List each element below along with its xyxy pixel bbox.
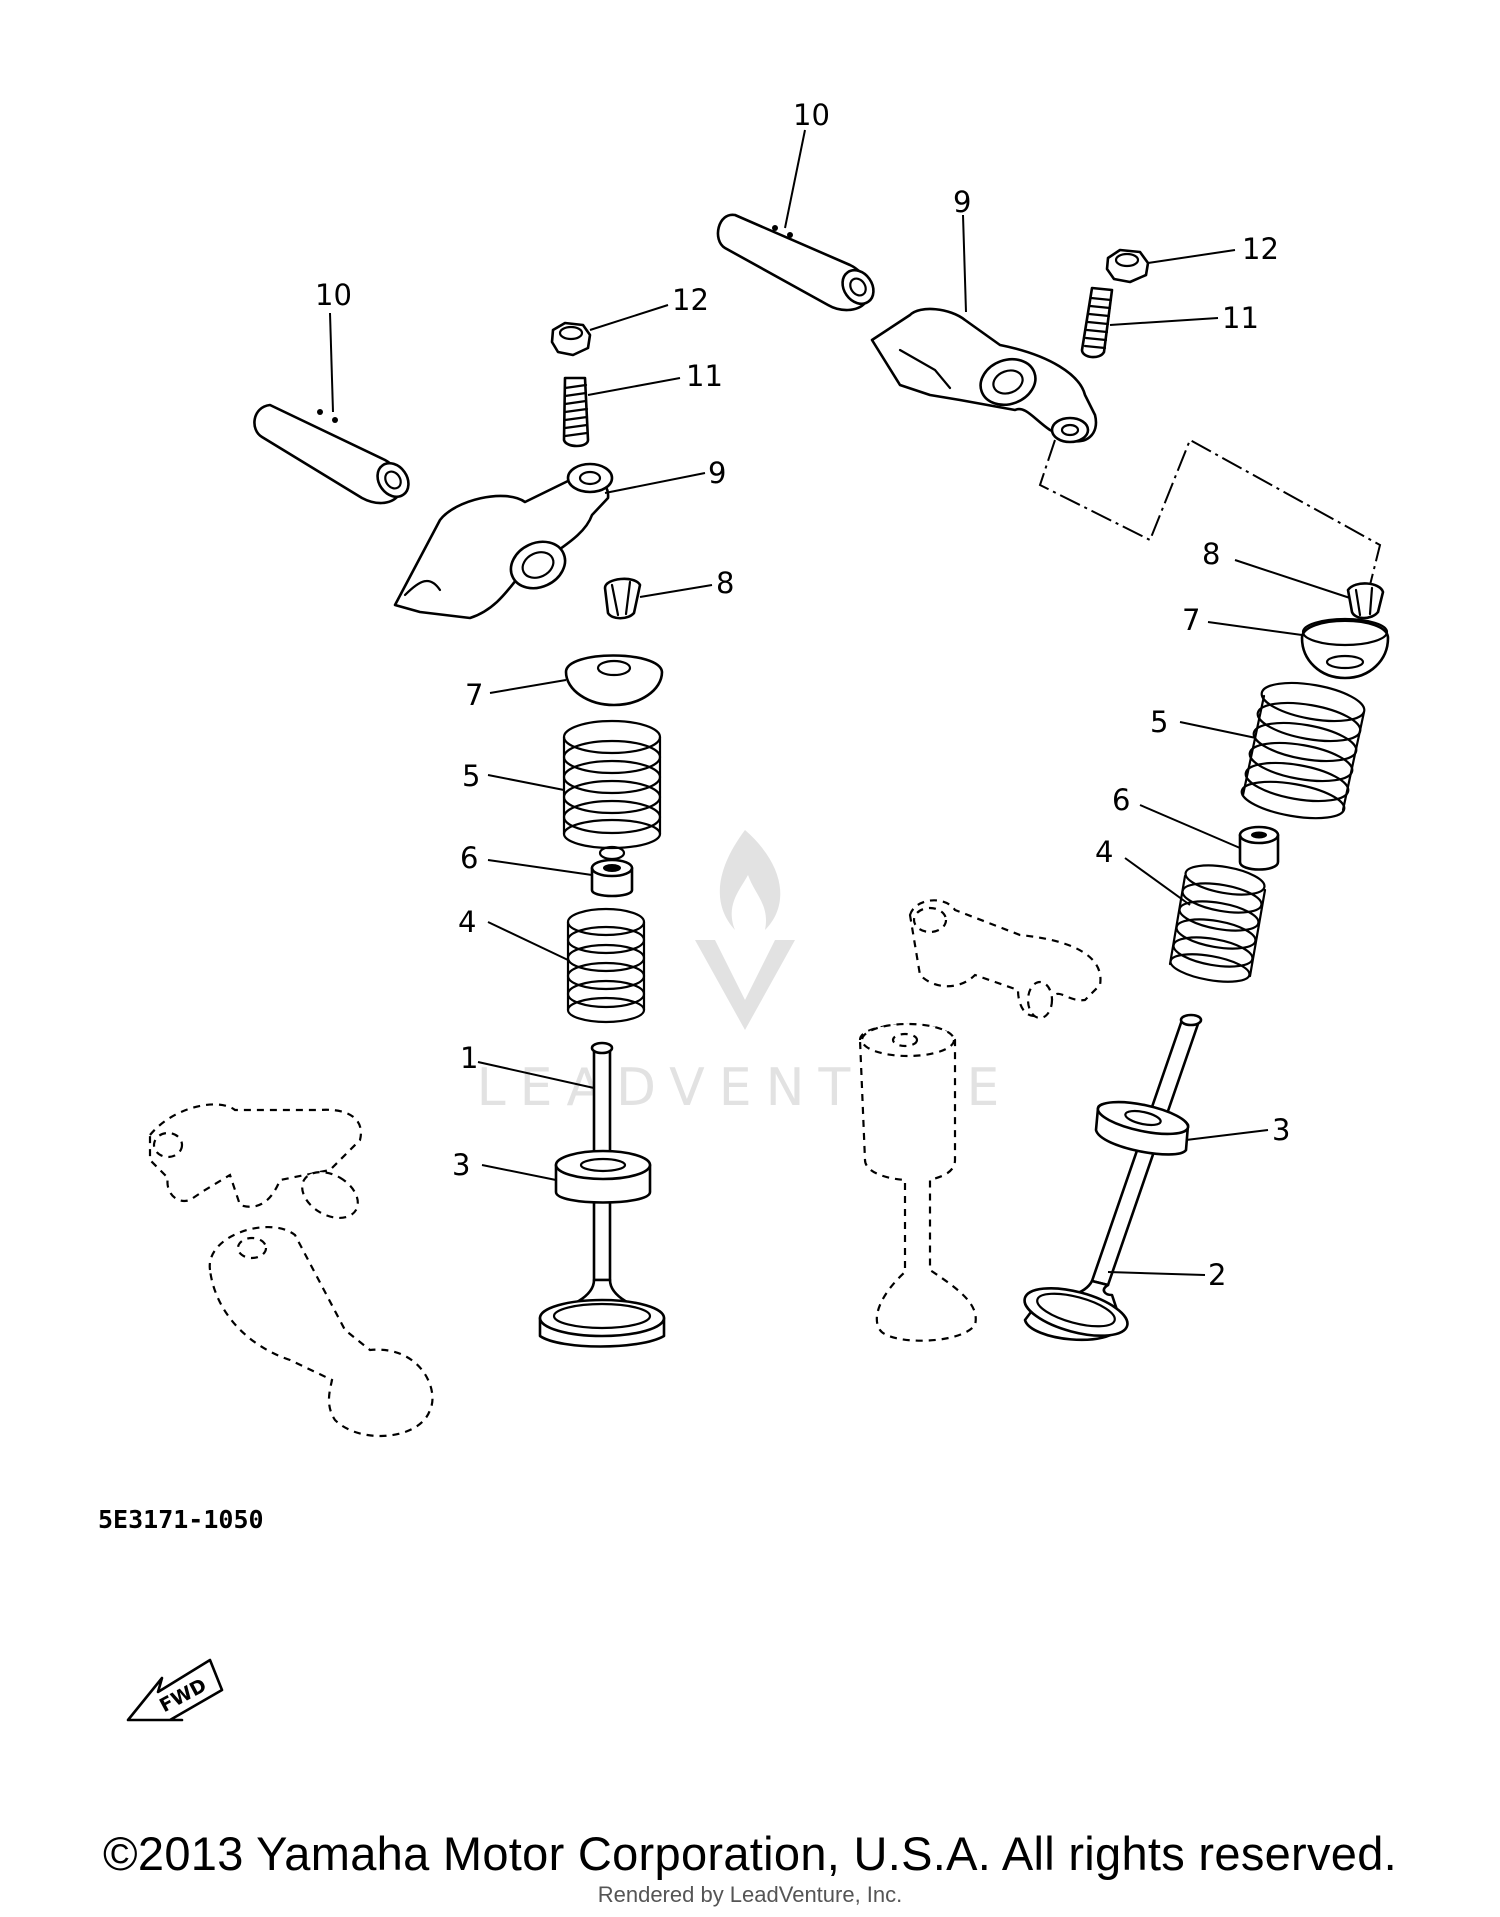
callout-left-4: 4 <box>458 905 476 939</box>
callout-left-5: 5 <box>462 759 480 793</box>
spring-retainer-right <box>1300 617 1390 680</box>
spring-seat-left <box>554 1149 652 1204</box>
callout-left-11: 11 <box>686 359 723 393</box>
rocker-shaft-right <box>716 213 875 312</box>
valve-cotter-right <box>1346 582 1385 620</box>
ghost-rocker-right <box>908 899 1102 1020</box>
ghost-valve-right <box>858 1022 977 1342</box>
valve-stem-seal-right <box>1238 825 1280 871</box>
exhaust-valve <box>1023 1013 1203 1342</box>
valve-spring-outer-left <box>562 719 662 850</box>
callout-left-12: 12 <box>672 283 709 317</box>
callout-right-6: 6 <box>1112 783 1130 817</box>
valve-spring-inner-left <box>566 907 646 1024</box>
callout-left-7: 7 <box>465 678 483 712</box>
locknut-left <box>550 321 592 357</box>
callout-right-5: 5 <box>1150 705 1168 739</box>
valve-spring-inner-right <box>1168 864 1267 983</box>
callout-right-7: 7 <box>1182 603 1200 637</box>
callout-right-8: 8 <box>1202 537 1220 571</box>
rocker-arm-left <box>393 462 614 620</box>
callout-right-10: 10 <box>793 98 830 132</box>
diagram-code: 5E3171-1050 <box>98 1505 264 1534</box>
callout-left-3: 3 <box>452 1148 470 1182</box>
ghost-valve-left <box>208 1226 434 1438</box>
rendered-by-notice: Rendered by LeadVenture, Inc. <box>597 1882 903 1907</box>
callout-right-11: 11 <box>1222 301 1259 335</box>
rocker-arm-right <box>870 307 1098 444</box>
adjusting-screw-right <box>1080 286 1114 359</box>
callout-left-1: 1 <box>460 1041 478 1075</box>
fwd-arrow: FWD <box>126 1658 224 1722</box>
spring-seat-right <box>1094 1100 1190 1156</box>
callout-right-4: 4 <box>1095 835 1113 869</box>
copyright-notice: ©2013 Yamaha Motor Corporation, U.S.A. A… <box>102 1827 1398 1880</box>
valve-stem-seal-left <box>590 845 634 898</box>
callout-left-6: 6 <box>460 841 478 875</box>
locknut-right <box>1105 248 1150 284</box>
callout-left-9: 9 <box>708 456 726 490</box>
adjusting-screw-left <box>562 376 590 448</box>
assembly-bracket-line <box>1038 438 1382 586</box>
callout-right-9: 9 <box>953 185 971 219</box>
spring-retainer-left <box>564 654 664 707</box>
callout-right-3: 3 <box>1272 1113 1290 1147</box>
callout-left-8: 8 <box>716 566 734 600</box>
intake-valve <box>538 1041 666 1348</box>
callout-right-2: 2 <box>1208 1258 1226 1292</box>
valve-cotter-left <box>603 577 642 620</box>
callout-left-10: 10 <box>315 278 352 312</box>
ghost-rocker-left <box>148 1103 363 1220</box>
rocker-shaft-left <box>253 403 410 505</box>
callout-right-12: 12 <box>1242 232 1279 266</box>
valve-spring-outer-right <box>1240 681 1366 820</box>
